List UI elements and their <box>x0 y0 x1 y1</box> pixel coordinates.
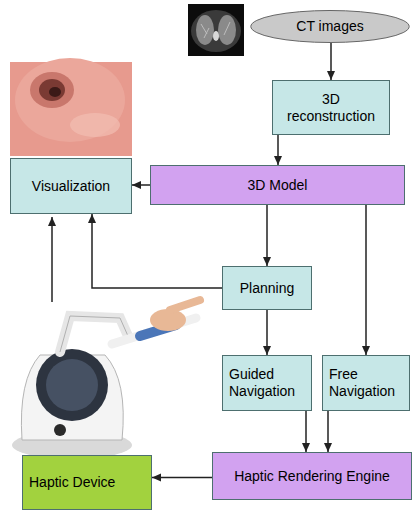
arrow-connector <box>330 43 332 80</box>
node-label: CT images <box>268 18 392 35</box>
haptic-device-photo <box>12 300 200 459</box>
process-box: Planning <box>222 266 312 310</box>
node-label: Guided Navigation <box>229 366 305 400</box>
endoscopy-image <box>10 58 132 156</box>
text-block: 3D Model <box>157 177 398 194</box>
arrow-connector <box>92 214 222 288</box>
arrow-connector <box>327 411 329 452</box>
process-box: Guided Navigation <box>222 355 312 411</box>
arrow-connector <box>266 205 268 266</box>
process-box: 3D reconstruction <box>272 80 390 135</box>
text-block: Free Navigation <box>329 366 403 400</box>
node-label: Haptic Device <box>29 474 145 491</box>
arrow-connector <box>132 184 150 186</box>
text-block: CT images <box>268 18 392 35</box>
model-box: 3D Model <box>150 165 405 205</box>
input-ellipse: CT images <box>250 10 410 43</box>
text-block: Haptic Device <box>29 474 145 491</box>
node-label: Visualization <box>17 178 125 195</box>
engine-box: Haptic Rendering Engine <box>212 452 412 500</box>
arrow-connector <box>305 411 307 452</box>
node-label: Haptic Rendering Engine <box>219 468 405 485</box>
text-block: Guided Navigation <box>229 366 305 400</box>
node-label: Free Navigation <box>329 366 403 400</box>
node-label: 3D reconstruction <box>279 91 383 125</box>
photo-arrow <box>51 217 53 302</box>
arrow-connector <box>152 477 212 479</box>
text-block: Planning <box>229 280 305 297</box>
node-label: 3D Model <box>157 177 398 194</box>
text-block: Visualization <box>17 178 125 195</box>
text-block: Haptic Rendering Engine <box>219 468 405 485</box>
text-block: 3D reconstruction <box>279 91 383 125</box>
ct-scan-image <box>188 4 244 56</box>
arrow-connector <box>365 205 367 355</box>
node-label: Planning <box>229 280 305 297</box>
process-box: Visualization <box>10 158 132 214</box>
process-box: Free Navigation <box>322 355 410 411</box>
arrow-connector <box>277 135 279 165</box>
device-box: Haptic Device <box>22 455 152 510</box>
arrow-connector <box>266 310 268 355</box>
